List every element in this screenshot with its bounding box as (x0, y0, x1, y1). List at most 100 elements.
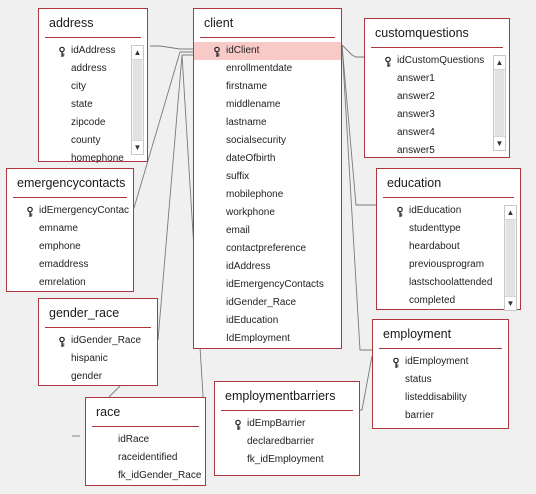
relationship-line[interactable] (341, 44, 366, 58)
field-row[interactable]: answer4 (365, 124, 491, 142)
field-row[interactable]: city (39, 78, 129, 96)
relationship-line[interactable] (157, 54, 195, 341)
scroll-down-arrow-icon[interactable]: ▼ (505, 296, 516, 310)
field-row[interactable]: emname (7, 220, 133, 238)
table-title[interactable]: address (49, 16, 94, 30)
field-row[interactable]: idEmployment (373, 353, 508, 371)
field-row[interactable]: workphone (194, 204, 341, 222)
field-row[interactable]: declaredbarrier (215, 433, 359, 451)
field-row[interactable]: contactpreference (194, 240, 341, 258)
scroll-down-arrow-icon[interactable]: ▼ (494, 136, 505, 150)
table-title[interactable]: emergencycontacts (17, 176, 126, 190)
field-row[interactable]: fk_idEmployment (215, 451, 359, 469)
vertical-scrollbar[interactable]: ▲▼ (493, 55, 506, 151)
field-row[interactable]: idAddress (194, 258, 341, 276)
field-row[interactable]: gender (39, 368, 157, 386)
field-row[interactable]: idEducation (377, 202, 502, 220)
table-title[interactable]: employmentbarriers (225, 389, 336, 403)
field-row[interactable]: idGender_Race (39, 332, 157, 350)
field-row[interactable]: listeddisability (373, 389, 508, 407)
field-row[interactable]: barrier (373, 407, 508, 425)
vertical-scrollbar[interactable]: ▲▼ (504, 205, 517, 311)
field-row[interactable]: state (39, 96, 129, 114)
field-name: zipcode (71, 117, 106, 128)
field-row[interactable]: completed (377, 292, 502, 310)
scroll-thumb[interactable] (133, 60, 142, 140)
field-row[interactable]: emaddress (7, 256, 133, 274)
field-row[interactable]: idClient (194, 42, 341, 60)
scroll-down-arrow-icon[interactable]: ▼ (132, 140, 143, 154)
field-row[interactable]: idAddress (39, 42, 129, 60)
field-row[interactable]: idEmergencyContac (7, 202, 133, 220)
field-row[interactable]: idEducation (194, 312, 341, 330)
field-row[interactable]: answer5 (365, 142, 491, 160)
field-row[interactable]: socialsecurity (194, 132, 341, 150)
table-title[interactable]: gender_race (49, 306, 120, 320)
field-row[interactable]: zipcode (39, 114, 129, 132)
field-row[interactable]: raceidentified (86, 449, 205, 467)
field-row[interactable]: previousprogram (377, 256, 502, 274)
field-row[interactable]: emrelation (7, 274, 133, 292)
table-title[interactable]: race (96, 405, 121, 419)
scroll-up-arrow-icon[interactable]: ▲ (494, 56, 505, 70)
field-row[interactable]: lastname (194, 114, 341, 132)
field-row[interactable]: middlename (194, 96, 341, 114)
field-row[interactable]: firstname (194, 78, 341, 96)
table-title[interactable]: employment (383, 327, 452, 341)
field-row[interactable]: county (39, 132, 129, 150)
table-title[interactable]: client (204, 16, 234, 30)
field-row[interactable]: idEmergencyContacts (194, 276, 341, 294)
field-row[interactable]: enrollmentdate (194, 60, 341, 78)
field-row[interactable]: studenttype (377, 220, 502, 238)
field-row[interactable]: idEmpBarrier (215, 415, 359, 433)
relationship-line[interactable] (360, 355, 373, 411)
field-row[interactable]: mobilephone (194, 186, 341, 204)
field-row[interactable]: hispanic (39, 350, 157, 368)
field-row[interactable]: status (373, 371, 508, 389)
field-name: barrier (405, 410, 434, 421)
field-row[interactable]: dateOfbirth (194, 150, 341, 168)
field-row[interactable]: heardabout (377, 238, 502, 256)
table-title[interactable]: customquestions (375, 26, 469, 40)
relationship-line[interactable] (150, 45, 195, 50)
field-row[interactable]: fk_idGender_Race (86, 467, 205, 485)
field-row[interactable]: idGender_Race (194, 294, 341, 312)
field-row[interactable]: address (39, 60, 129, 78)
field-row[interactable]: answer3 (365, 106, 491, 124)
field-row[interactable]: lastschoolattended (377, 274, 502, 292)
field-row[interactable]: IdEmployment (194, 330, 341, 348)
field-row[interactable]: answer1 (365, 70, 491, 88)
scroll-thumb[interactable] (506, 220, 515, 296)
scroll-up-arrow-icon[interactable]: ▲ (505, 206, 516, 220)
field-row[interactable]: emphone (7, 238, 133, 256)
field-row[interactable]: homephone (39, 150, 129, 168)
scroll-up-arrow-icon[interactable]: ▲ (132, 46, 143, 60)
scroll-thumb[interactable] (495, 70, 504, 136)
field-row[interactable]: idCustomQuestions (365, 52, 491, 70)
field-row[interactable]: suffix (194, 168, 341, 186)
field-row[interactable]: idRace (86, 431, 205, 449)
field-row[interactable]: answer2 (365, 88, 491, 106)
field-name: idEducation (226, 315, 279, 326)
vertical-scrollbar[interactable]: ▲▼ (131, 45, 144, 155)
field-row[interactable]: email (194, 222, 341, 240)
table-title[interactable]: education (387, 176, 442, 190)
